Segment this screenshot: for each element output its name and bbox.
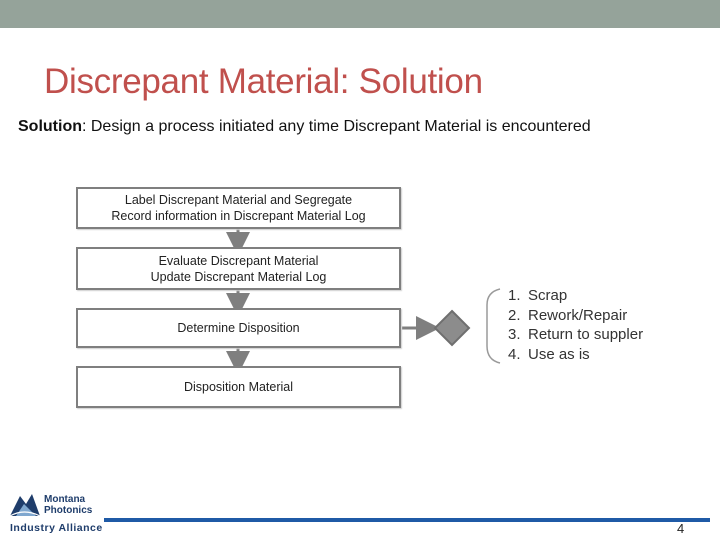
step-determine-disposition: Determine Disposition bbox=[76, 308, 401, 348]
decision-diamond bbox=[433, 309, 471, 347]
subtitle-label: Solution bbox=[18, 118, 82, 135]
step-text: Update Discrepant Material Log bbox=[150, 269, 327, 284]
list-item: 2. Rework/Repair bbox=[508, 306, 643, 326]
subtitle-text: : Design a process initiated any time Di… bbox=[81, 118, 591, 135]
option-label: Return to suppler bbox=[528, 326, 644, 343]
step-text: Disposition Material bbox=[183, 380, 294, 394]
logo-name: Montana Photonics bbox=[44, 494, 92, 516]
slide-subtitle: Solution: Design a process initiated any… bbox=[18, 118, 591, 136]
options-bracket bbox=[486, 288, 501, 364]
option-label: Rework/Repair bbox=[528, 306, 628, 324]
step-text: Record information in Discrepant Materia… bbox=[111, 209, 366, 223]
option-number: 4. bbox=[508, 345, 521, 363]
logo-tagline: Industry Alliance bbox=[10, 522, 103, 534]
step-text: Determine Disposition bbox=[177, 321, 300, 335]
option-number: 3. bbox=[508, 326, 521, 343]
top-banner bbox=[0, 0, 720, 28]
option-number: 1. bbox=[508, 287, 521, 304]
logo-line: Photonics bbox=[44, 505, 93, 516]
slide-title: Discrepant Material: Solution bbox=[44, 62, 483, 101]
option-label: Use as is bbox=[528, 345, 590, 363]
option-label: Scrap bbox=[528, 287, 568, 304]
disposition-options: 1. Scrap 2. Rework/Repair 3. Return to supp… bbox=[508, 286, 643, 364]
logo-line: Montana bbox=[44, 494, 86, 505]
step-evaluate: Evaluate Discrepant Material Update Disc… bbox=[76, 247, 401, 290]
option-number: 2. bbox=[508, 306, 521, 324]
footer-accent-line bbox=[104, 518, 710, 522]
montana-photonics-logo-icon bbox=[9, 494, 41, 517]
step-disposition-material: Disposition Material bbox=[76, 366, 401, 408]
step-text: Label Discrepant Material and Segregate bbox=[124, 193, 353, 207]
step-label-and-segregate: Label Discrepant Material and Segregate … bbox=[76, 187, 401, 229]
page-number: 4 bbox=[677, 521, 685, 536]
list-item: 4. Use as is bbox=[508, 345, 643, 365]
list-item: 1. Scrap bbox=[508, 286, 643, 306]
step-text: Evaluate Discrepant Material bbox=[158, 253, 319, 268]
list-item: 3. Return to suppler bbox=[508, 325, 643, 345]
